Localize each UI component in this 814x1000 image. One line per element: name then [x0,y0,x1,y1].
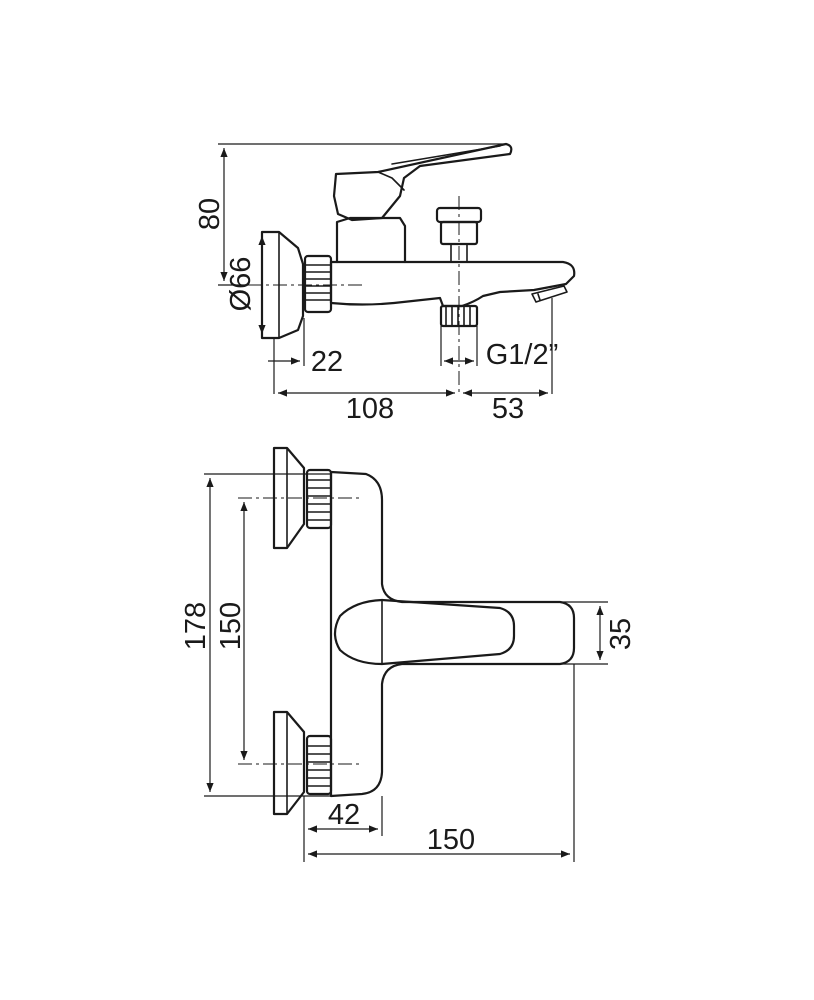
side-view [218,142,576,397]
lever-top [333,598,516,666]
lower-connector [305,734,333,796]
dim-overall-projection-label: 150 [427,824,475,856]
dim-flange-diameter-label: Ø66 [225,257,257,312]
dim-spout-projection-label: 53 [492,393,524,425]
mixer-body [329,260,576,308]
spout-aerator [531,285,568,303]
top-view [204,446,608,862]
lever-handle [332,142,513,222]
dim-body-length-label: 108 [346,393,394,425]
dim-height-label: 80 [194,198,226,230]
dim-outlet-thread-label: G1/2” [486,339,559,371]
dim-lever-width-label: 35 [605,618,637,650]
dim-overall-height-label: 178 [180,602,212,650]
dim-inlet-spacing-label: 150 [215,602,247,650]
body-outline [329,470,576,798]
dim-connection-offset-label: 22 [311,346,343,378]
cartridge-housing [335,216,407,264]
dim-body-depth-label: 42 [328,799,360,831]
upper-connector [305,468,333,530]
eccentric-connector [303,254,333,314]
lower-wall-flange [272,710,306,816]
wall-flange [260,230,305,340]
